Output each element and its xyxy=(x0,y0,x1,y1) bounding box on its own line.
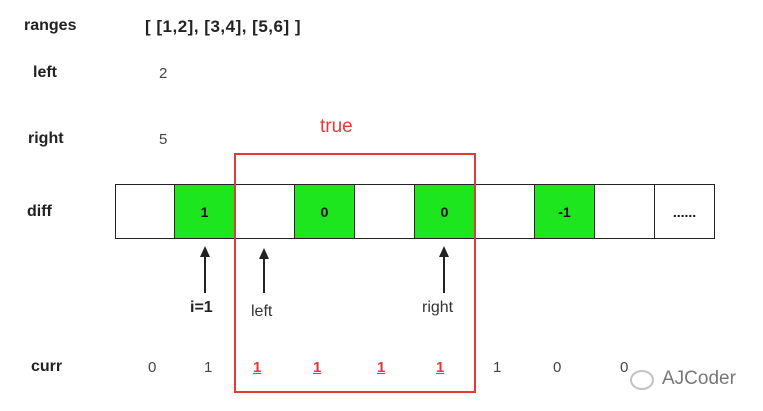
diff-cell: 1 xyxy=(175,184,235,239)
diff-cell: 0 xyxy=(295,184,355,239)
ranges-label: ranges xyxy=(24,17,77,34)
ranges-value: [ [1,2], [3,4], [5,6] ] xyxy=(145,17,302,36)
curr-value: 1 xyxy=(313,359,322,376)
curr-value: 1 xyxy=(253,359,262,376)
i-pointer-label: i=1 xyxy=(190,299,213,316)
right-label: right xyxy=(28,130,64,147)
right-value: 5 xyxy=(159,131,168,148)
diff-cell xyxy=(475,184,535,239)
diff-cell xyxy=(115,184,175,239)
curr-label: curr xyxy=(31,358,63,375)
left-pointer-label: left xyxy=(251,303,273,320)
curr-value: 1 xyxy=(493,359,502,376)
diff-label: diff xyxy=(27,203,52,220)
wechat-icon xyxy=(630,370,654,390)
diff-cell xyxy=(355,184,415,239)
right-pointer-label: right xyxy=(422,299,454,316)
highlight-box xyxy=(234,153,476,393)
curr-value: 1 xyxy=(204,359,213,376)
diff-cell: ...... xyxy=(655,184,715,239)
curr-value: 0 xyxy=(148,359,157,376)
curr-value: 0 xyxy=(553,359,562,376)
left-value: 2 xyxy=(159,65,168,82)
diff-cell: 0 xyxy=(415,184,475,239)
highlight-label: true xyxy=(320,116,353,137)
curr-value: 0 xyxy=(620,359,629,376)
curr-value: 1 xyxy=(436,359,445,376)
diff-array: 1 0 0 -1...... xyxy=(115,184,715,239)
diff-cell xyxy=(235,184,295,239)
watermark: AJCoder xyxy=(662,368,736,389)
curr-value: 1 xyxy=(377,359,386,376)
diff-cell xyxy=(595,184,655,239)
diff-cell: -1 xyxy=(535,184,595,239)
left-label: left xyxy=(33,64,57,81)
